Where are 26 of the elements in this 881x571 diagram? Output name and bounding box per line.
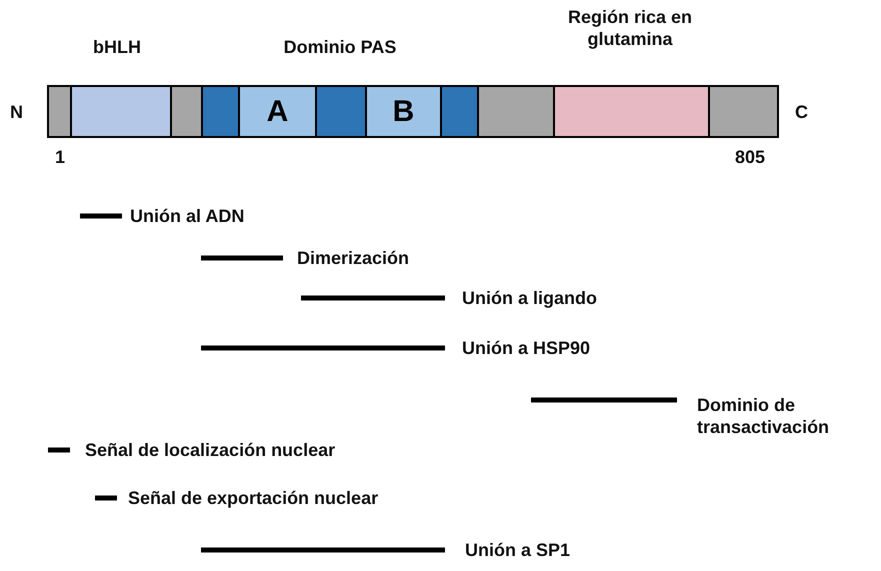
protein-segment xyxy=(440,85,479,138)
protein-segment xyxy=(477,85,555,138)
protein-segment xyxy=(708,85,779,138)
residue-number: 805 xyxy=(735,146,766,168)
range-label: Dominio de transactivación xyxy=(697,394,830,438)
domain-segment: A xyxy=(238,85,317,138)
region-label: Región rica en glutamina xyxy=(566,6,694,50)
protein-segment xyxy=(47,85,72,138)
terminus-label: N xyxy=(10,101,24,123)
protein-segment xyxy=(70,85,172,138)
residue-number: 1 xyxy=(55,146,66,168)
protein-segment xyxy=(553,85,710,138)
protein-segment xyxy=(315,85,367,138)
protein-segment xyxy=(201,85,240,138)
region-label: bHLH xyxy=(92,36,142,58)
range-label: Señal de exportación nuclear xyxy=(128,487,380,509)
domain-segment: B xyxy=(365,85,442,138)
range-label: Unión a SP1 xyxy=(465,539,572,561)
terminus-label: C xyxy=(795,101,809,123)
range-label: Unión al ADN xyxy=(130,205,246,227)
range-label: Dimerización xyxy=(297,247,410,269)
range-label: Unión a ligando xyxy=(462,287,598,309)
range-label: Unión a HSP90 xyxy=(462,337,592,359)
range-label: Señal de localización nuclear xyxy=(85,439,336,461)
region-label: Dominio PAS xyxy=(282,36,398,58)
protein-segment xyxy=(170,85,203,138)
